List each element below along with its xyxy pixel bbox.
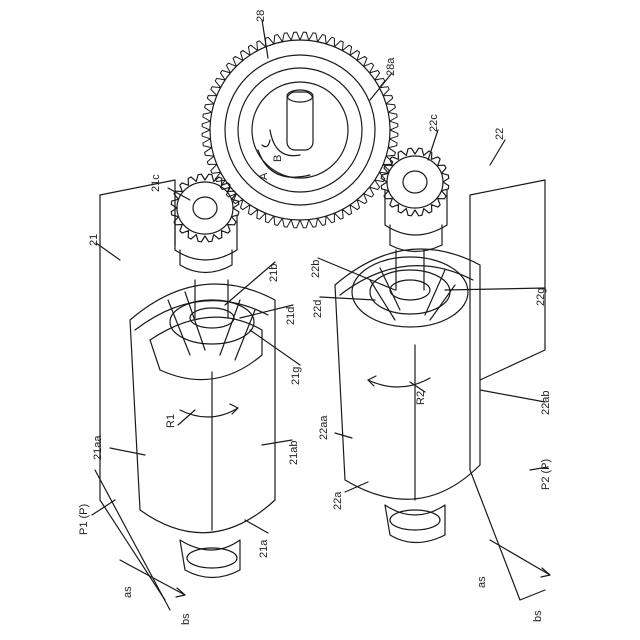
- plane-left: [95, 180, 175, 610]
- label-direction-b: B: [272, 155, 284, 162]
- label-disc-21d: 21d: [285, 307, 297, 325]
- rotation-arrow-r2: [368, 378, 430, 387]
- label-body-21ab: 21ab: [288, 441, 300, 465]
- label-unit-21: 21: [88, 234, 100, 246]
- label-flow-bs-left: bs: [180, 613, 192, 625]
- label-flow-bs-right: bs: [532, 610, 544, 622]
- label-unit-22: 22: [494, 128, 506, 140]
- label-rotation-r1: R1: [165, 414, 177, 428]
- label-blade-21g: 21g: [290, 367, 302, 385]
- label-body-22aa: 22aa: [318, 416, 330, 440]
- label-gear-21c: 21c: [150, 174, 162, 192]
- label-disc-22d: 22d: [312, 300, 324, 318]
- gear-21c: [171, 174, 239, 272]
- label-flow-as-left: as: [122, 586, 134, 598]
- label-gear-28: 28: [255, 10, 267, 22]
- gear-22c: [381, 148, 449, 251]
- label-direction-a: A: [258, 173, 270, 180]
- label-rotation-r2: R2: [415, 391, 427, 405]
- label-shaft-22b: 22b: [310, 260, 322, 278]
- label-body-22ab: 22ab: [540, 391, 552, 415]
- label-shaft-21b: 21b: [268, 264, 280, 282]
- label-body-21a: 21a: [258, 540, 270, 558]
- label-gear-28a: 28a: [385, 58, 397, 76]
- label-body-21aa: 21aa: [92, 436, 104, 460]
- label-blade-22g: 22g: [535, 288, 547, 306]
- label-flow-as-right: as: [476, 576, 488, 588]
- cylinder-21: [130, 280, 275, 578]
- label-plane-p2: P2 (P): [540, 459, 552, 490]
- label-gear-22c: 22c: [428, 114, 440, 132]
- flow-arrow-right: [490, 540, 550, 575]
- label-body-22a: 22a: [332, 492, 344, 510]
- cylinder-22: [335, 249, 480, 543]
- label-plane-p1: P1 (P): [78, 504, 90, 535]
